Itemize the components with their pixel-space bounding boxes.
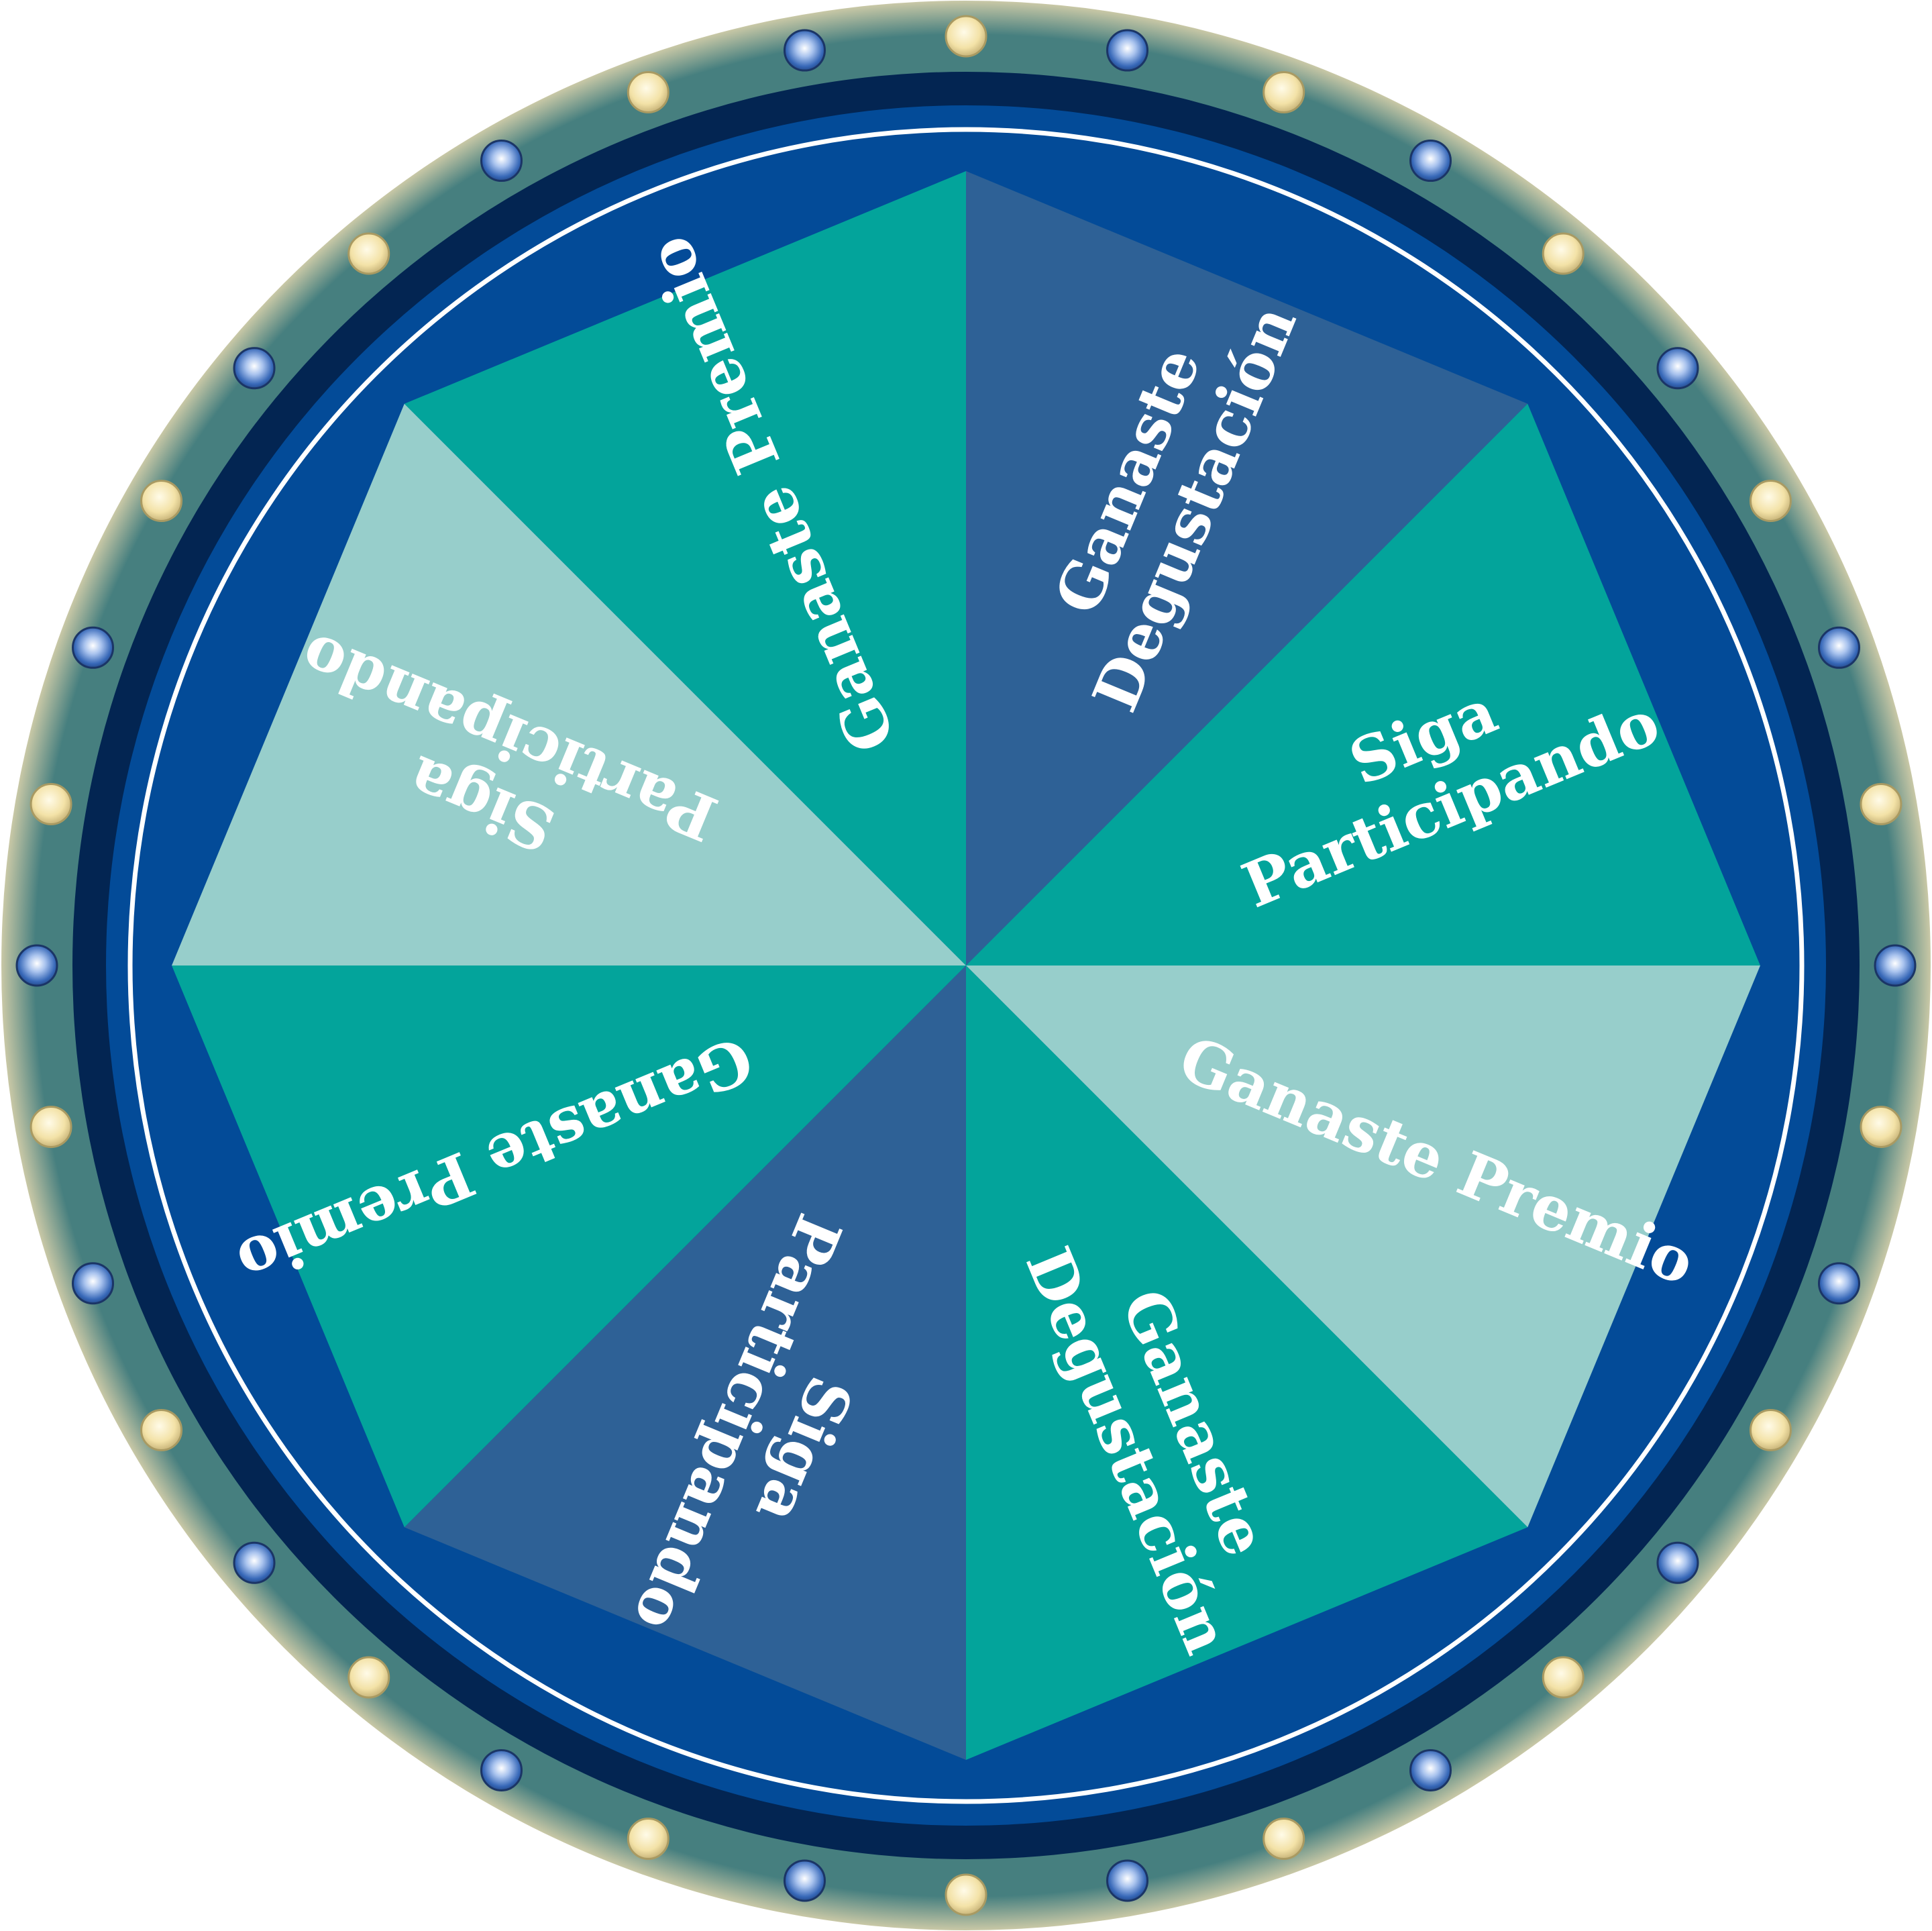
wheel-segment[interactable] xyxy=(966,966,1528,1760)
bulb-warm-icon xyxy=(30,782,72,825)
white-ring-line xyxy=(127,127,1805,1804)
wheel-segment[interactable] xyxy=(966,966,1760,1528)
bulb-blue-icon xyxy=(15,944,58,987)
bulb-warm-icon xyxy=(1749,1409,1792,1451)
bulb-blue-icon xyxy=(72,626,115,669)
bulb-blue-icon xyxy=(1409,1749,1452,1791)
bulb-blue-icon xyxy=(72,1262,115,1305)
bulb-blue-icon xyxy=(1874,944,1917,987)
wheel-segment[interactable] xyxy=(404,966,966,1760)
bulb-blue-icon xyxy=(783,1859,826,1902)
bulb-warm-icon xyxy=(30,1106,72,1149)
bulb-blue-icon xyxy=(1656,1541,1699,1584)
bulb-blue-icon xyxy=(1106,29,1149,72)
bulb-blue-icon xyxy=(233,347,276,390)
bulb-warm-icon xyxy=(347,1656,390,1699)
wheel-segment[interactable] xyxy=(966,171,1528,966)
bulb-warm-icon xyxy=(347,232,390,275)
bulb-warm-icon xyxy=(945,1873,987,1916)
bulb-blue-icon xyxy=(1817,626,1860,669)
bulb-warm-icon xyxy=(627,1817,669,1860)
bulb-warm-icon xyxy=(1263,71,1305,114)
bulb-warm-icon xyxy=(1860,1106,1902,1149)
bulb-blue-icon xyxy=(1409,140,1452,182)
bulb-blue-icon xyxy=(1656,347,1699,390)
bulb-warm-icon xyxy=(945,15,987,58)
wheel-segment[interactable] xyxy=(172,403,966,966)
bulb-blue-icon xyxy=(1817,1262,1860,1305)
bulb-blue-icon xyxy=(480,140,523,182)
bulb-warm-icon xyxy=(140,1409,183,1451)
bulb-warm-icon xyxy=(1542,232,1585,275)
bulb-blue-icon xyxy=(783,29,826,72)
bulb-warm-icon xyxy=(1860,782,1902,825)
wheel-segment[interactable] xyxy=(172,966,966,1528)
bulb-warm-icon xyxy=(1542,1656,1585,1699)
wheel-segment[interactable] xyxy=(404,171,966,966)
bulb-warm-icon xyxy=(1749,480,1792,522)
bulb-blue-icon xyxy=(1106,1859,1149,1902)
wheel-segment[interactable] xyxy=(966,403,1760,966)
bulb-blue-icon xyxy=(480,1749,523,1791)
bulb-warm-icon xyxy=(1263,1817,1305,1860)
bulb-warm-icon xyxy=(627,71,669,114)
bulb-warm-icon xyxy=(140,480,183,522)
bulb-blue-icon xyxy=(233,1541,276,1584)
